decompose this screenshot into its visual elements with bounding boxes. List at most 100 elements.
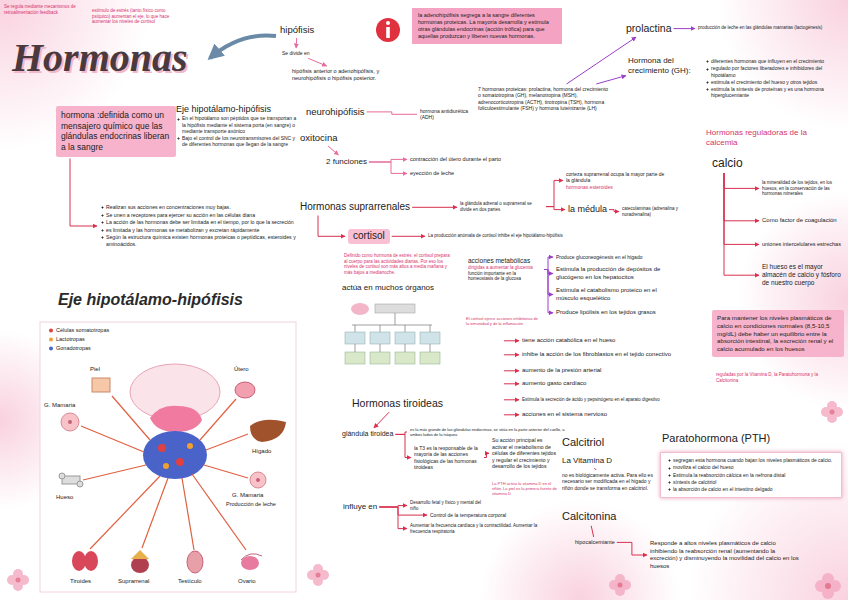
mind-map-node: actúa en muchos órganos: [342, 283, 434, 293]
highlight-box: cortisol: [348, 229, 390, 244]
note-label: Útero: [234, 366, 249, 374]
connector: [594, 468, 596, 470]
mind-map-node: glándula tiroidea: [342, 430, 393, 439]
node-text: uniones intercelulares estrechas: [762, 241, 842, 248]
connector: [70, 159, 97, 227]
mind-map-node: Eje hipotálamo-hipófisisEn el hipotálamo…: [176, 104, 298, 149]
node-text: Calcitonina: [562, 510, 616, 524]
mind-map-node: calcio: [712, 156, 743, 171]
mind-map-node: corteza suprarrenal ocupa la mayor parte…: [566, 171, 666, 190]
connector: [546, 180, 563, 206]
mind-map-node: la médula: [568, 204, 607, 215]
node-text: glándula tiroidea: [342, 430, 393, 439]
connector: [724, 173, 759, 244]
note-label: Gonadotropas: [56, 345, 91, 352]
node-text: Responde a altos niveles plasmáticos de …: [650, 540, 802, 570]
node-text: síntesis de calcitriol: [667, 479, 835, 485]
bullet-box: segregan esta hormona cuando bajan los n…: [660, 452, 842, 498]
node-text: moviliza el calcio del hueso: [667, 464, 835, 470]
mind-map-node: influye en: [343, 502, 377, 512]
node-text: hipófisis anterior o adenohipófisis, y n…: [292, 68, 404, 82]
connector: [609, 210, 619, 212]
connector: [544, 257, 553, 269]
node-text: 7 hormonas proteicas: prolactina, hormon…: [478, 86, 612, 111]
mind-map-node: no es biológicamente activa. Para ello e…: [562, 472, 654, 491]
node-text: prolactina: [626, 22, 672, 35]
mind-map-node: Responde a altos niveles plasmáticos de …: [650, 540, 802, 570]
connector: [724, 173, 759, 221]
mind-map-node: prolactina: [626, 22, 672, 35]
connector: [379, 507, 407, 529]
connector: [395, 434, 411, 457]
note-label: Hígado: [252, 448, 271, 456]
mind-map-node: La producción anómala de cortisol inhibe…: [428, 233, 590, 239]
node-text: Hormona del crecimiento (GH):: [628, 56, 692, 76]
mind-map-node: Estimula el catabolismo proteico en el m…: [556, 287, 670, 302]
node-text: corteza suprarrenal ocupa la mayor parte…: [566, 171, 666, 184]
mind-map-node: aumento gasto cardíaco: [522, 380, 722, 388]
leader-arrow: [504, 399, 519, 400]
mind-map-node: Desarrollo fetal y físico y mental del n…: [410, 500, 486, 511]
mind-map-node: neurohipófisis: [306, 106, 365, 118]
mind-map-node: la glándula adrenal o suprarrenal se div…: [460, 201, 544, 212]
node-text: la absorción de calcio en el intestino d…: [667, 486, 835, 492]
connector: [724, 173, 759, 188]
node-text: tiene acción catabólica en el hueso: [522, 337, 722, 345]
node-text: Para mantener los niveles plasmáticos de…: [717, 314, 839, 353]
mind-map-node: aumento de la presión arterial: [522, 367, 722, 375]
connector: [379, 507, 427, 515]
node-text: hormona antidiurética (ADH): [420, 108, 470, 121]
note-label: Piel: [90, 366, 100, 374]
mind-map-node: Calcitonina: [562, 510, 616, 524]
connector: [328, 146, 339, 155]
mind-map-node: tiene acción catabólica en el hueso: [522, 337, 722, 345]
node-text: Estimula el catabolismo proteico en el m…: [556, 287, 670, 302]
mind-map-node: uniones intercelulares estrechas: [762, 241, 842, 248]
mind-map-node: es la más grande de las glándulas endocr…: [410, 427, 575, 437]
connector: [392, 236, 425, 237]
mind-map-node: 7 hormonas proteicas: prolactina, hormon…: [478, 86, 612, 111]
mind-map-node: Definido como hormona de estrés: el cort…: [344, 253, 454, 276]
node-text: la adenohipófisis segrega a la sangre di…: [418, 12, 556, 40]
mind-map-node: hipófisis: [280, 24, 314, 36]
mind-map-node: Como factor de coagulación: [762, 217, 842, 225]
node-text: Produce lipólisis en los tejidos grasos: [556, 309, 706, 317]
note-label: Producción de leche: [226, 501, 276, 508]
leader-arrow: [504, 383, 519, 384]
node-text: catecolaminas (adrenalina y noradrenalin…: [622, 206, 696, 217]
node-text: neurohipófisis: [306, 106, 365, 118]
connector: [367, 112, 417, 114]
note-label: G. Mamaria: [44, 402, 75, 410]
connector: [318, 216, 345, 237]
note-box: Para mantener los niveles plasmáticos de…: [712, 310, 844, 357]
node-text: 2 funciones: [326, 157, 367, 167]
mind-map-node: Hormona del crecimiento (GH):: [628, 56, 692, 76]
axis-illustration: [40, 322, 296, 592]
node-text: Aumentar la frecuencia cardíaca y la con…: [410, 523, 550, 534]
mind-map-node: Produce gluconeogénesis en el hígado: [556, 254, 706, 260]
node-text: calcio: [712, 156, 743, 171]
mind-map-node: Aumentar la frecuencia cardíaca y la con…: [410, 523, 550, 534]
mind-map-node: oxitocina: [300, 132, 338, 144]
info-box: la adenohipófisis segrega a la sangre di…: [412, 8, 562, 44]
leader-arrow: [504, 414, 519, 415]
mind-map-node: contracción del útero durante el parto: [410, 156, 540, 163]
mind-map-node: acciones en el sistema nervioso: [522, 411, 722, 419]
node-text: aumento de la presión arterial: [522, 367, 722, 375]
node-text: actúa en muchos órganos: [342, 283, 434, 293]
connector: [674, 28, 696, 29]
mind-map-node: 2 funciones: [326, 157, 367, 167]
mind-map-node: Estimula la secreción de ácido y pepsinó…: [522, 397, 732, 403]
node-text: acciones metabólicas: [468, 257, 542, 265]
mind-map-node: Paratohormona (PTH): [662, 432, 770, 446]
note-label: La PTH activa la vitamina D en el riñón.…: [492, 481, 558, 496]
node-text: Control de la temperatura corporal: [430, 512, 550, 518]
mind-map-node: Hormonas tiroideas: [352, 397, 443, 410]
node-text: Hormonas tiroideas: [352, 397, 443, 410]
note-label: G. Mamaria: [232, 492, 263, 500]
connector: [484, 453, 489, 457]
mind-map-node: acciones metabólicasdirigidas a aumentar…: [468, 257, 542, 282]
title-heading: Hormonas: [12, 34, 188, 81]
node-text: la médula: [568, 204, 607, 215]
node-text: eyección de leche: [410, 170, 454, 177]
